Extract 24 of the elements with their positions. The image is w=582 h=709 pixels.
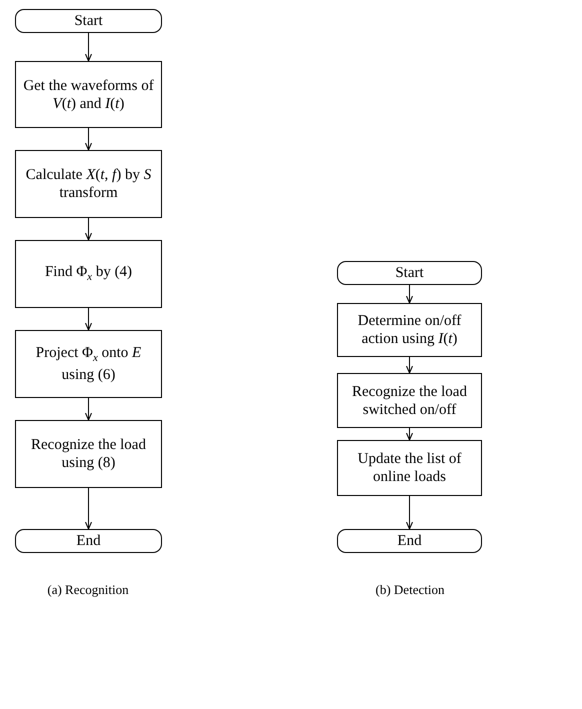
arrow: [85, 398, 92, 420]
process-box: Calculate X(t, f) by S transform: [15, 150, 162, 218]
process-box: Recognize the load using (8): [15, 420, 162, 488]
process-box: Find Φ$_{x}$ by (4): [15, 240, 162, 308]
process-box: Determine on/off action using I(t): [337, 303, 482, 357]
process-box: Recognize the load switched on/off: [337, 373, 482, 428]
terminal-box: Start: [15, 9, 162, 33]
terminal-box: End: [337, 529, 482, 553]
arrow: [85, 308, 92, 330]
process-box: Get the waveforms of V(t) and I(t): [15, 61, 162, 128]
figure-caption: (a) Recognition: [46, 582, 130, 598]
figure-caption: (b) Detection: [374, 582, 446, 598]
arrow: [85, 32, 92, 62]
terminal-box: Start: [337, 261, 482, 285]
arrow: [406, 496, 413, 530]
arrow: [85, 218, 92, 240]
terminal-box: End: [15, 529, 162, 553]
arrow: [406, 284, 413, 304]
process-box: Update the list of online loads: [337, 440, 482, 496]
process-box: Project Φ$_{x}$ onto E using (6): [15, 330, 162, 398]
arrow: [85, 488, 92, 530]
arrow: [85, 128, 92, 150]
arrow: [406, 428, 413, 440]
arrow: [406, 356, 413, 374]
